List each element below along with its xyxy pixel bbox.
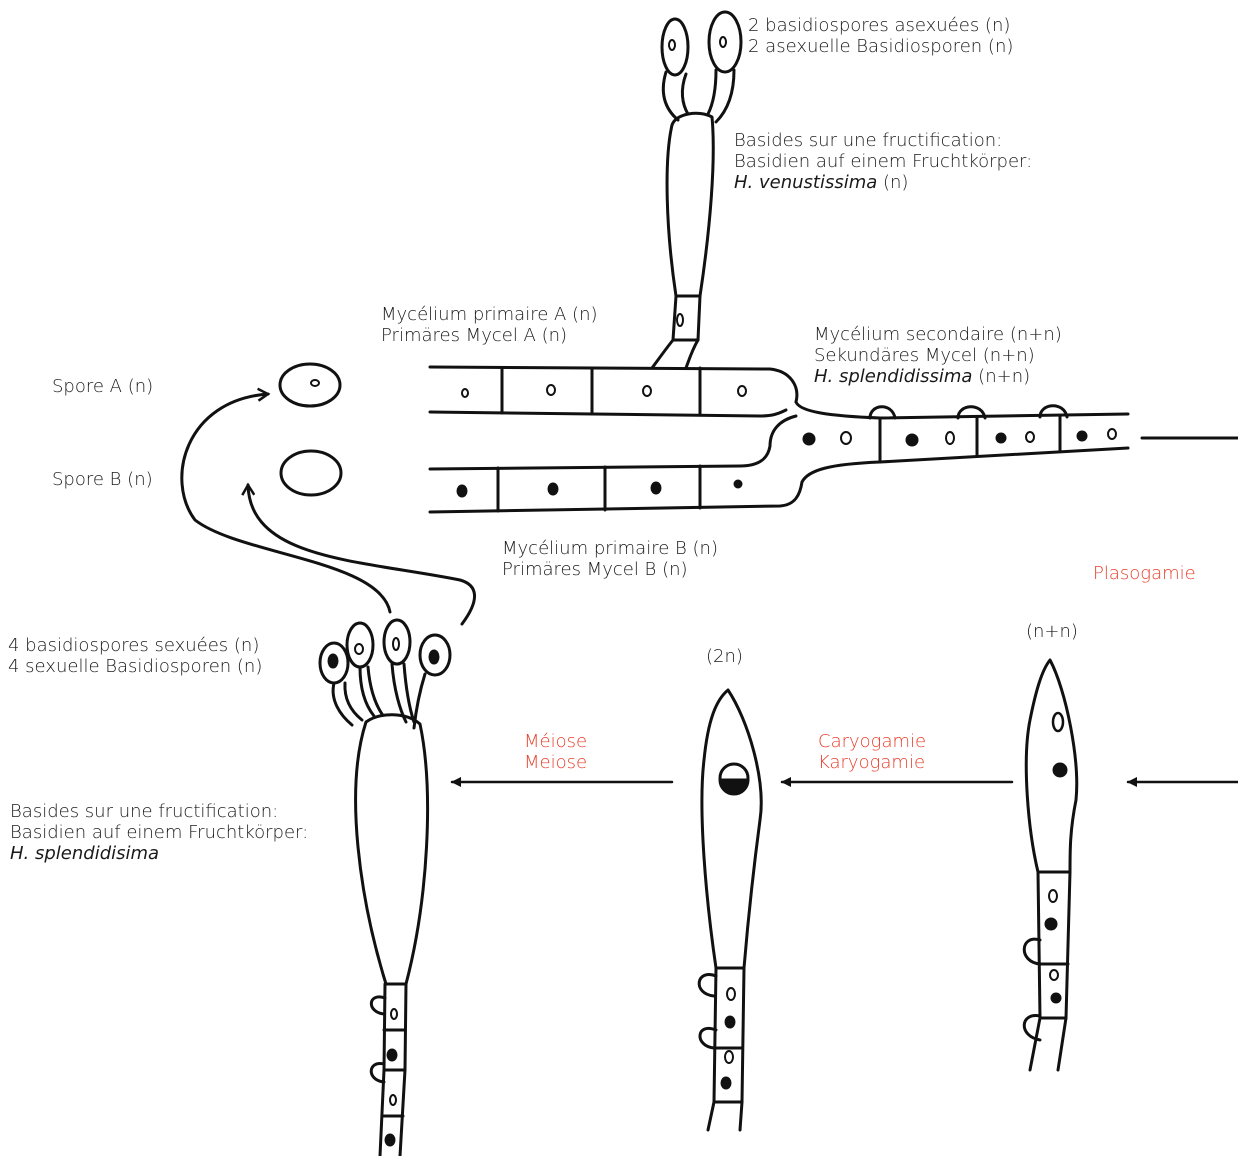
spore-b xyxy=(281,451,341,495)
label-asexual-spores: 2 basidiospores asexuées (n) 2 asexuelle… xyxy=(748,15,1013,57)
label-plasogamie: Plasogamie xyxy=(1093,563,1196,584)
diploid-basidium xyxy=(699,690,761,1130)
primary-mycelium-a-nuclei xyxy=(462,385,746,397)
top-basidium-nuclei xyxy=(669,37,726,326)
label-spore-a: Spore A (n) xyxy=(52,376,153,397)
secondary-mycelium-nuclei xyxy=(804,429,1116,445)
label-sexual-spores: 4 basidiospores sexuées (n) 4 sexuelle B… xyxy=(8,635,262,677)
primary-mycelium-a xyxy=(430,367,797,416)
basidium-body xyxy=(702,690,761,968)
arrow-to-spore-a xyxy=(182,394,390,612)
spore-a xyxy=(280,364,340,406)
label-bottom-basides: Basides sur une fructification: Basidien… xyxy=(10,801,308,864)
sexual-spore-3 xyxy=(384,620,410,664)
dikaryotic-basidium-nuclei xyxy=(1046,890,1060,1002)
label-top-basides: Basides sur une fructification: Basidien… xyxy=(734,130,1032,193)
basidium-body xyxy=(1026,660,1076,872)
label-caryogamie: Caryogamie Karyogamie xyxy=(818,731,926,773)
secondary-mycelium xyxy=(796,402,1238,482)
label-ploidy-nn: (n+n) xyxy=(1026,621,1078,642)
diploid-basidium-nuclei xyxy=(722,988,735,1088)
dikaryotic-basidium xyxy=(1024,660,1076,1070)
basidium-body xyxy=(667,113,713,296)
label-secondary-mycelium: Mycélium secondaire (n+n) Sekundäres Myc… xyxy=(814,324,1062,387)
label-primary-mycelium-a: Mycélium primaire A (n) Primäres Mycel A… xyxy=(381,304,598,346)
label-ploidy-2n: (2n) xyxy=(706,646,743,667)
label-spore-b: Spore B (n) xyxy=(52,469,153,490)
label-primary-mycelium-b: Mycélium primaire B (n) Primäres Mycel B… xyxy=(502,538,718,580)
bottom-basidium xyxy=(320,620,450,1156)
basidium-body xyxy=(356,715,428,984)
label-meiose: Méiose Meiose xyxy=(524,731,587,773)
top-basidium xyxy=(652,12,741,368)
primary-mycelium-b xyxy=(430,416,802,512)
